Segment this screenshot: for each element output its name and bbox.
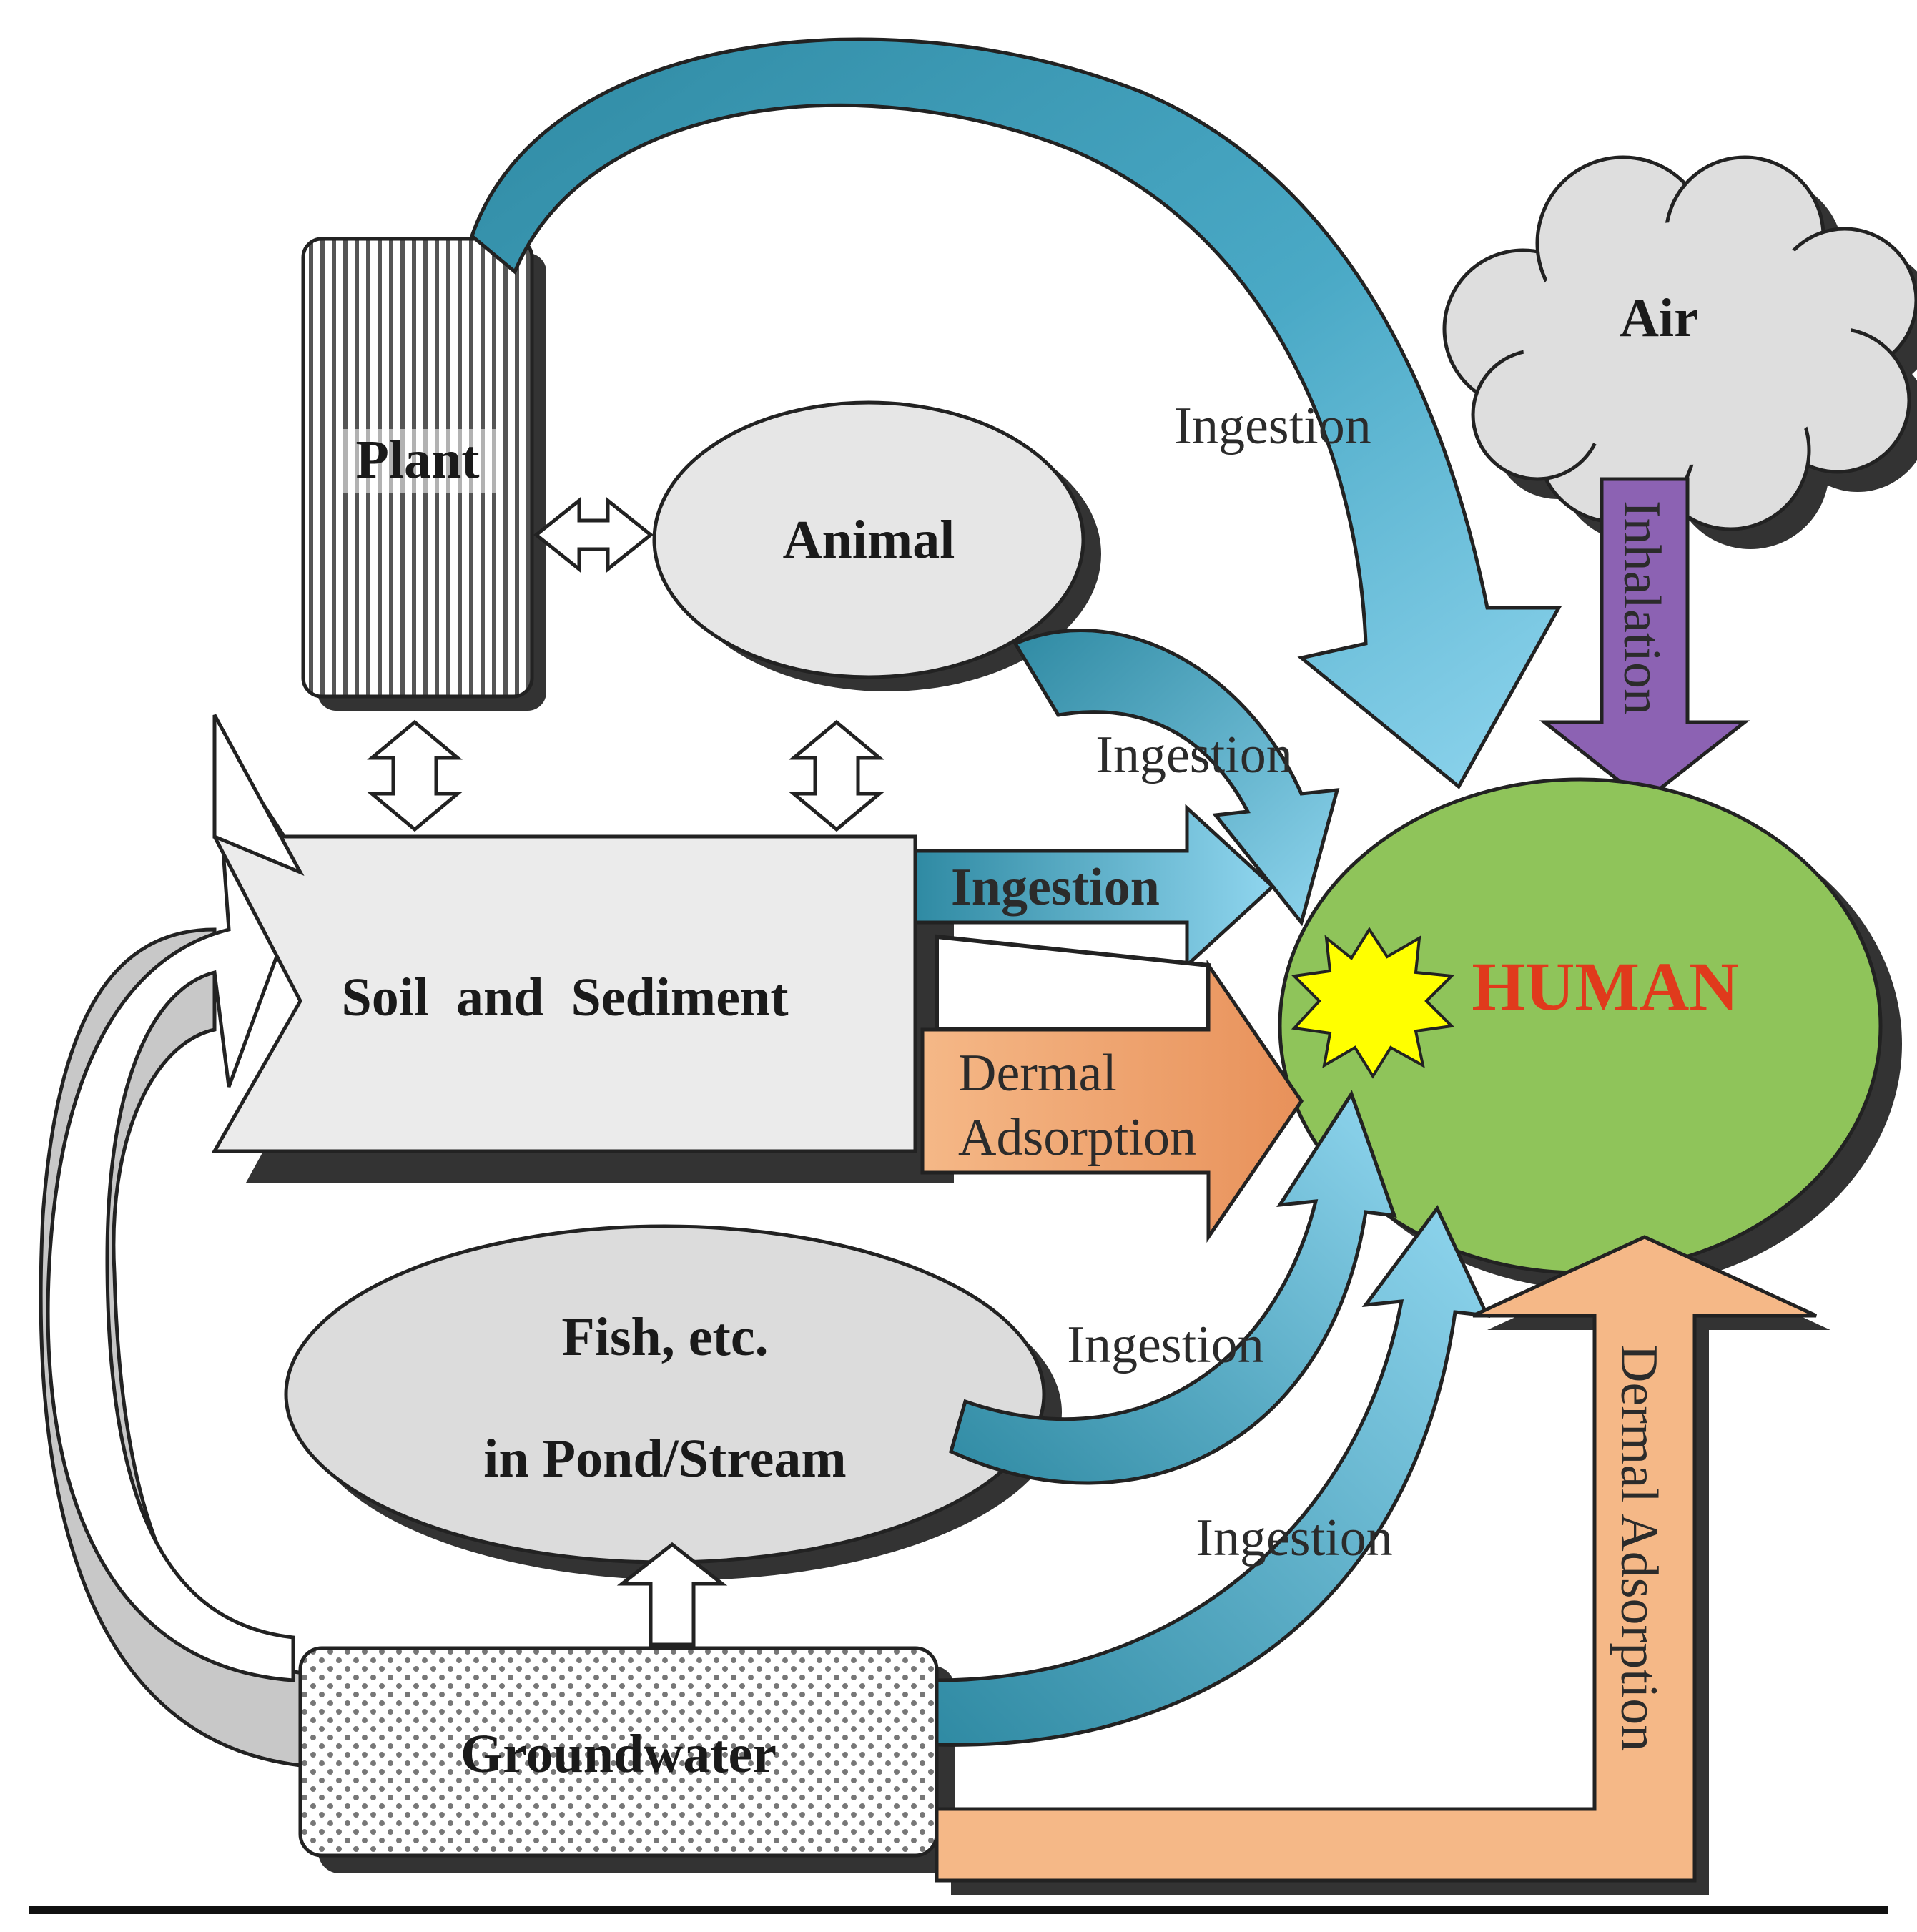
plant-animal-exchange-arrow — [533, 496, 654, 573]
groundwater-to-soil-arrow — [39, 728, 310, 1768]
star-icon — [1291, 927, 1455, 1079]
animal-soil-exchange-arrow — [789, 719, 884, 832]
ingestion-plant-label: Ingestion — [1174, 397, 1371, 455]
animal-node: Animal — [652, 400, 1101, 691]
soil-ingestion-arrow: Ingestion — [913, 804, 1276, 970]
ingestion-fish-label: Ingestion — [1067, 1316, 1263, 1374]
animal-label: Animal — [783, 510, 955, 570]
fish-node: Fish, etc. in Pond/Stream — [284, 1224, 1062, 1580]
bottom-rule — [29, 1906, 1888, 1914]
soil-sediment-node: Soil and Sediment — [211, 714, 954, 1183]
plant-label: Plant — [355, 430, 479, 490]
inhalation-arrow: Inhalation — [1539, 477, 1750, 804]
groundwater-to-fish-arrow — [616, 1542, 728, 1647]
plant-soil-exchange-arrow — [367, 719, 463, 832]
air-node: Air — [1442, 155, 1917, 549]
fish-label-line1: Fish, etc. — [561, 1307, 768, 1367]
soil-dermal-arrow: Dermal Adsorption — [920, 934, 1304, 1243]
air-label: Air — [1620, 288, 1698, 348]
plant-node: Plant — [301, 237, 546, 711]
dermal-soil-label-line1: Dermal — [958, 1044, 1117, 1103]
ingestion-animal-label: Ingestion — [1095, 726, 1292, 784]
inhalation-label: Inhalation — [1612, 501, 1671, 715]
groundwater-ingestion-arrow: Ingestion — [935, 1205, 1491, 1747]
ingestion-soil-label: Ingestion — [951, 858, 1160, 917]
human-node: HUMAN — [1278, 777, 1902, 1291]
fish-ingestion-arrow: Ingestion — [949, 1090, 1397, 1485]
dermal-groundwater-label: Dermal Adsorption — [1610, 1344, 1668, 1751]
groundwater-dermal-arrow: Dermal Adsorption — [935, 1235, 1830, 1895]
animal-ingestion-arrow: Ingestion — [1012, 628, 1340, 927]
soil-sediment-label: Soil and Sediment — [341, 967, 788, 1027]
groundwater-label: Groundwater — [460, 1724, 777, 1784]
ingestion-groundwater-label: Ingestion — [1196, 1509, 1392, 1567]
fish-label-line2: in Pond/Stream — [483, 1429, 846, 1489]
groundwater-node: Groundwater — [298, 1646, 955, 1873]
plant-ingestion-arrow: Ingestion — [470, 37, 1562, 789]
human-label: HUMAN — [1472, 948, 1738, 1025]
dermal-soil-label-line2: Adsorption — [958, 1108, 1196, 1167]
